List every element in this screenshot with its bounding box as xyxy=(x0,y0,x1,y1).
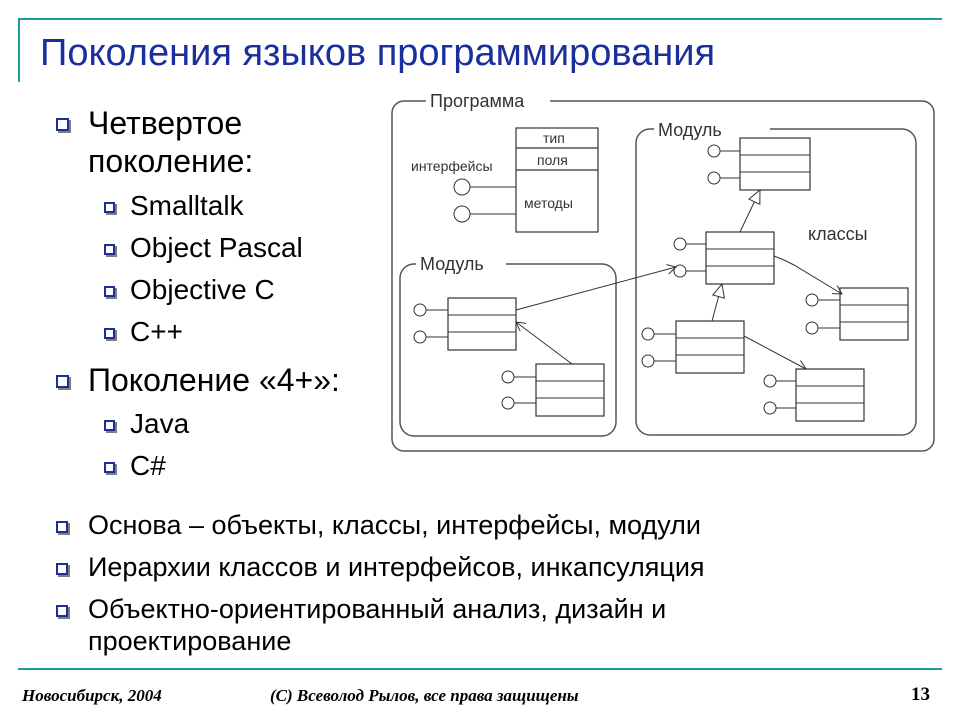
association-arrow xyxy=(773,255,842,294)
page-title: Поколения языков программирования xyxy=(40,32,716,74)
class-box xyxy=(501,363,605,417)
module-frame-right: Модуль xyxy=(635,118,917,436)
bottom-point-2: Иерархии классов и интерфейсов, инкапсул… xyxy=(56,551,705,583)
list-item-fourth-gen: Четвертое поколение: xyxy=(56,104,254,180)
list-item-smalltalk: Smalltalk xyxy=(104,189,244,223)
lang-java: Java xyxy=(130,408,190,439)
bottom-point-text-cont: проектирование xyxy=(88,626,292,656)
list-item-java: Java xyxy=(104,407,190,441)
footer-rule xyxy=(18,668,942,670)
class-box xyxy=(641,320,745,374)
bottom-point-1: Основа – объекты, классы, интерфейсы, мо… xyxy=(56,509,701,541)
lang-csharp: C# xyxy=(130,450,166,481)
footer-copyright: (C) Всеволод Рылов, все права защищены xyxy=(270,686,579,705)
square-bullet-icon xyxy=(56,605,68,617)
class-box xyxy=(805,287,909,341)
bottom-point-text: Иерархии классов и интерфейсов, инкапсул… xyxy=(88,552,705,582)
page-number: 13 xyxy=(911,684,930,705)
module-label-right: Модуль xyxy=(658,120,722,140)
bottom-point-text: Объектно-ориентированный анализ, дизайн … xyxy=(88,594,667,624)
association-arrow xyxy=(515,267,676,311)
association-arrow xyxy=(743,335,806,369)
bottom-point-3: Объектно-ориентированный анализ, дизайн … xyxy=(56,593,667,657)
interfaces-label: интерфейсы xyxy=(411,158,493,174)
inheritance-arrow xyxy=(739,188,761,233)
classes-label: классы xyxy=(808,224,868,244)
square-bullet-icon xyxy=(104,286,115,297)
fourth-gen-line1: Четвертое xyxy=(88,105,243,141)
program-frame: Программа xyxy=(391,89,935,452)
gen4plus-heading: Поколение «4+»: xyxy=(88,362,340,398)
square-bullet-icon xyxy=(104,328,115,339)
module-frame-left: Модуль xyxy=(399,253,617,437)
fourth-gen-line2: поколение: xyxy=(88,143,254,179)
square-bullet-icon xyxy=(104,202,115,213)
legend-class: тип поля методы интерфейсы xyxy=(411,127,599,233)
class-box xyxy=(413,297,517,351)
square-bullet-icon xyxy=(104,244,115,255)
square-bullet-icon xyxy=(56,118,69,131)
left-rule xyxy=(18,18,20,82)
square-bullet-icon xyxy=(104,462,115,473)
footer-city-year: Новосибирск, 2004 xyxy=(22,686,162,705)
list-item-object-pascal: Object Pascal xyxy=(104,231,303,265)
module-label-left: Модуль xyxy=(420,254,484,274)
class-box xyxy=(763,368,865,422)
association-arrow xyxy=(516,322,573,365)
lang-objective-c: Objective C xyxy=(130,274,275,305)
list-item-csharp: C# xyxy=(104,449,166,483)
list-item-gen4plus: Поколение «4+»: xyxy=(56,361,340,399)
square-bullet-icon xyxy=(104,420,115,431)
class-box xyxy=(673,231,775,285)
methods-label: методы xyxy=(524,195,573,211)
square-bullet-icon xyxy=(56,521,68,533)
program-label: Программа xyxy=(430,91,525,111)
bottom-point-text: Основа – объекты, классы, интерфейсы, мо… xyxy=(88,510,701,540)
square-bullet-icon xyxy=(56,563,68,575)
list-item-cpp: C++ xyxy=(104,315,183,349)
inheritance-arrow xyxy=(711,282,726,322)
fields-label: поля xyxy=(537,152,568,168)
lang-cpp: C++ xyxy=(130,316,183,347)
lang-object-pascal: Object Pascal xyxy=(130,232,303,263)
top-rule xyxy=(18,18,942,20)
class-box xyxy=(707,137,811,191)
lang-smalltalk: Smalltalk xyxy=(130,190,244,221)
square-bullet-icon xyxy=(56,375,69,388)
list-item-objective-c: Objective C xyxy=(104,273,275,307)
type-label: тип xyxy=(543,130,565,146)
